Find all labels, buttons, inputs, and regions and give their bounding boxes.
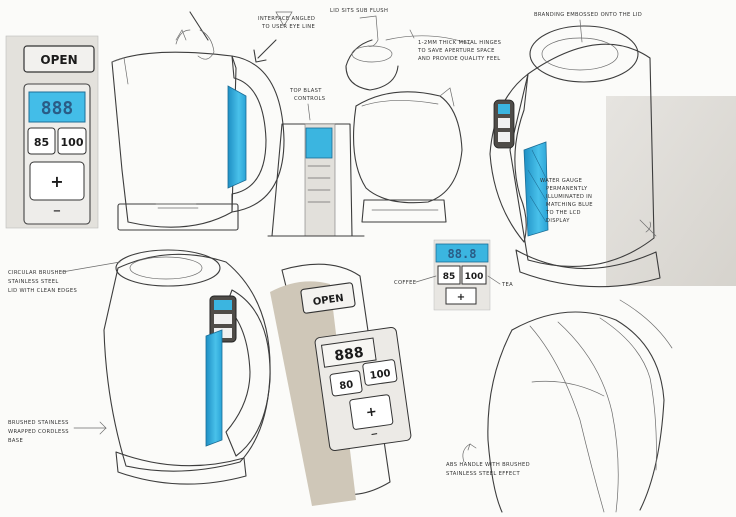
note-lid-2: stainless steel — [8, 279, 59, 285]
note-hinges-1: 1-2mm thick metal hinges — [418, 40, 501, 46]
water-gauge-front — [205, 329, 223, 447]
mini-display — [435, 243, 489, 263]
note-hinges-2: to save aperture space — [417, 48, 495, 54]
handle-btn-plus: + — [365, 404, 378, 420]
note-lid-3: lid with clean edges — [8, 288, 77, 294]
top-control-display — [305, 127, 333, 159]
btn-minus-label: − — [53, 206, 61, 217]
right-backdrop — [606, 96, 736, 286]
note-gauge-2: permanently — [546, 186, 588, 192]
handle-btn-100: 100 — [369, 368, 391, 382]
open-button-frame — [23, 45, 95, 73]
note-interface-1: Interface angled — [258, 16, 315, 22]
kettle-lid-front — [115, 249, 221, 287]
kettle-three-quarter: Branding embossed onto the lid Water gau… — [489, 12, 736, 288]
note-gauge-5: to the LCD — [545, 210, 581, 216]
water-gauge-right — [523, 141, 549, 237]
handle-display-digits: 888 — [333, 345, 364, 365]
note-tea: Tea — [501, 282, 513, 288]
note-branding: Branding embossed onto the lid — [534, 12, 642, 18]
mini-display-digits: 88.8 — [448, 247, 477, 261]
mini-btn-85: 85 — [443, 272, 456, 282]
kettle-base-front — [115, 451, 247, 485]
handle-open-button — [300, 282, 356, 314]
note-top-blast-2: controls — [294, 96, 325, 102]
note-top-blast-1: Top blast — [289, 88, 322, 94]
kettle-side-view — [111, 11, 285, 231]
glass-kettle-sketch — [352, 87, 463, 223]
note-interface-2: to user eye line — [261, 24, 315, 30]
svg-text:+: + — [457, 292, 465, 303]
control-panel-sketch: OPEN 888 85 100 + − — [5, 35, 99, 229]
handle-btn-minus: − — [370, 429, 379, 440]
btn-100 — [57, 127, 87, 155]
btn-100-label: 100 — [61, 136, 84, 149]
note-coffee: Coffee — [394, 280, 416, 286]
kettle-lid — [529, 25, 639, 83]
kettle-front-view: Circular brushed stainless steel lid wit… — [8, 249, 271, 485]
lcd-display — [28, 91, 86, 123]
note-hinges-3: and provide quality feel — [418, 56, 500, 62]
note-gauge-4: matching blue — [546, 202, 593, 208]
kettle-handle — [231, 55, 285, 213]
handle-btn-80: 80 — [339, 379, 354, 392]
note-gauge-1: Water gauge — [540, 178, 582, 184]
note-handle-1: ABS handle with brushed — [446, 462, 530, 468]
btn-85 — [27, 127, 56, 155]
note-base-2: wrapped cordless — [8, 429, 69, 435]
water-gauge — [227, 85, 247, 189]
btn-plus-label: + — [50, 172, 63, 191]
note-gauge-3: illuminated in — [546, 194, 592, 200]
mini-control-panel: 88.8 85 100 + Coffee Tea — [394, 239, 513, 311]
note-handle-2: stainless steel effect — [446, 471, 520, 477]
btn-85-label: 85 — [34, 136, 49, 149]
open-button-label: OPEN — [40, 53, 77, 67]
note-gauge-6: display — [546, 218, 570, 224]
note-lid-1: Circular brushed — [8, 270, 67, 276]
mini-btn-100: 100 — [465, 272, 484, 282]
lcd-display-digits: 888 — [41, 98, 74, 119]
handle-open-label: OPEN — [312, 293, 344, 308]
note-base-1: Brushed stainless — [8, 420, 69, 426]
kettle-rear-outline: ABS handle with brushed stainless steel … — [446, 299, 673, 513]
handle-closeup: OPEN 888 80 100 + − — [270, 263, 412, 506]
interface-annotation: Interface angled to user eye line — [253, 11, 315, 63]
note-lid-flush: Lid sits sub flush — [330, 8, 388, 14]
lid-hinge-sketch: Lid sits sub flush 1-2mm thick metal hin… — [330, 8, 501, 91]
btn-plus — [29, 161, 85, 201]
note-base-3: base — [8, 438, 23, 444]
top-controls-sketch: Top blast controls — [267, 88, 365, 237]
